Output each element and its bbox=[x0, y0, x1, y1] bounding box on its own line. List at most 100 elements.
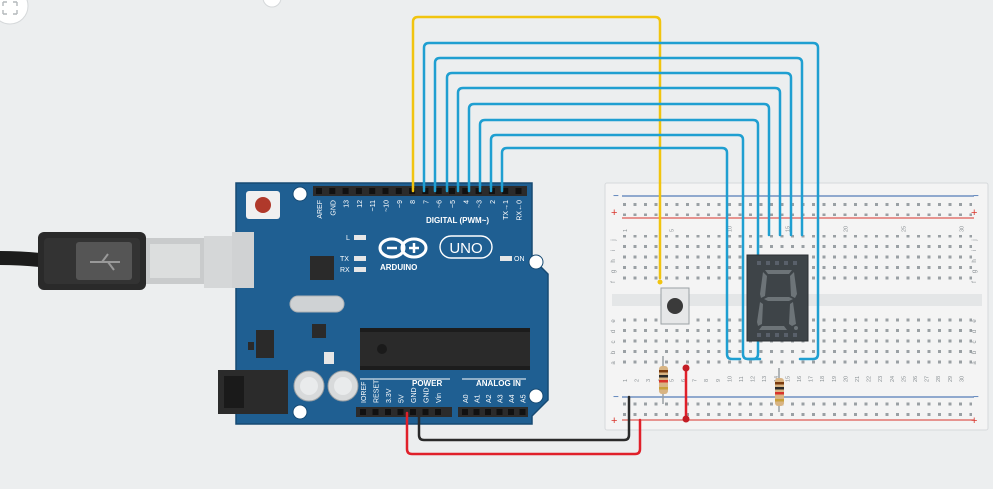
seven-segment-display[interactable] bbox=[746, 254, 809, 342]
column-number: 8 bbox=[704, 379, 710, 382]
header-pin[interactable] bbox=[515, 188, 522, 194]
pin-label: 2 bbox=[490, 200, 497, 204]
reset-button-cap[interactable] bbox=[255, 197, 271, 213]
pin-label: ~5 bbox=[450, 200, 457, 208]
wire-red-5v[interactable] bbox=[405, 411, 642, 456]
atmega-chip bbox=[360, 328, 530, 370]
column-number: 7 bbox=[693, 379, 699, 382]
pin-label: AREF bbox=[317, 200, 324, 219]
arduino-logo-icon bbox=[378, 237, 428, 259]
header-pin[interactable] bbox=[342, 188, 349, 194]
column-number: 27 bbox=[925, 376, 931, 382]
header-pin[interactable] bbox=[329, 188, 336, 194]
analog-label: ANALOG IN bbox=[476, 379, 521, 388]
column-number: 1 bbox=[623, 229, 629, 232]
header-pin[interactable] bbox=[422, 188, 429, 194]
pin-label: A1 bbox=[475, 394, 482, 403]
smd-component bbox=[324, 352, 334, 364]
wire-blue-pin5[interactable] bbox=[456, 86, 782, 237]
header-pin[interactable] bbox=[395, 188, 402, 194]
column-number: 19 bbox=[832, 376, 838, 382]
row-letter: f bbox=[972, 281, 978, 283]
wire-blue-pin6[interactable] bbox=[445, 71, 793, 237]
column-number: 26 bbox=[913, 376, 919, 382]
wire-yellow-pin9[interactable] bbox=[411, 15, 662, 280]
bottom-rail-minus-right: − bbox=[973, 392, 979, 403]
header-pin[interactable] bbox=[462, 188, 469, 194]
header-pin[interactable] bbox=[382, 188, 389, 194]
header-pin[interactable] bbox=[508, 409, 514, 415]
header-pin[interactable] bbox=[475, 188, 482, 194]
power-header bbox=[356, 407, 452, 417]
chip-notch bbox=[377, 344, 387, 354]
column-number: 30 bbox=[959, 226, 965, 232]
led-tx-label: TX bbox=[340, 256, 349, 263]
mount-hole bbox=[528, 254, 544, 270]
column-number: 20 bbox=[843, 226, 849, 232]
pin-label: RESET bbox=[374, 379, 381, 403]
header-pin[interactable] bbox=[355, 188, 362, 194]
capacitor bbox=[248, 342, 254, 350]
pin-label: ~3 bbox=[477, 200, 484, 208]
usb-cable[interactable] bbox=[0, 232, 252, 290]
wire-blue-pin1[interactable] bbox=[500, 146, 742, 361]
push-button[interactable] bbox=[657, 279, 690, 325]
analog-header bbox=[458, 407, 528, 417]
wire-blue-pin4[interactable] bbox=[467, 102, 771, 237]
top-rail-holes[interactable] bbox=[622, 199, 972, 216]
pin-label: RX←0 bbox=[517, 200, 524, 221]
header-pin[interactable] bbox=[502, 188, 509, 194]
wire-blue-pin8[interactable] bbox=[422, 41, 820, 361]
row-letter: h bbox=[972, 259, 978, 262]
wire-blue-pin2[interactable] bbox=[489, 133, 762, 361]
zoom-handle-icon[interactable] bbox=[262, 0, 282, 8]
header-pin[interactable] bbox=[449, 188, 455, 194]
fit-view-icon[interactable] bbox=[0, 0, 29, 25]
column-number: 18 bbox=[820, 376, 826, 382]
header-pin[interactable] bbox=[496, 409, 503, 415]
row-letter: b bbox=[611, 350, 617, 354]
header-pin[interactable] bbox=[369, 188, 376, 194]
column-number: 5 bbox=[669, 229, 675, 232]
header-pin[interactable] bbox=[473, 409, 480, 415]
column-number: 1 bbox=[623, 379, 629, 382]
row-letter: a bbox=[972, 361, 978, 365]
resistor-right[interactable] bbox=[775, 368, 784, 412]
resistor-left[interactable] bbox=[659, 356, 668, 404]
usb-port bbox=[232, 232, 254, 288]
mount-hole bbox=[292, 186, 308, 202]
column-number: 10 bbox=[727, 226, 733, 232]
header-pin[interactable] bbox=[372, 409, 379, 415]
header-pin[interactable] bbox=[519, 409, 526, 415]
pin-label: A0 bbox=[463, 394, 470, 403]
bottom-rail-holes[interactable] bbox=[622, 400, 972, 417]
column-number: 11 bbox=[739, 376, 745, 382]
header-pin[interactable] bbox=[462, 409, 468, 415]
pin-label: 5V bbox=[399, 394, 406, 403]
wire-black-gnd[interactable] bbox=[417, 395, 631, 442]
header-pin[interactable] bbox=[435, 409, 441, 415]
led-on bbox=[500, 256, 512, 261]
pin-label: A4 bbox=[509, 394, 516, 403]
digit-segments bbox=[757, 270, 798, 330]
row-letter: g bbox=[972, 270, 978, 273]
header-pin[interactable] bbox=[316, 188, 322, 194]
header-pin[interactable] bbox=[410, 409, 416, 415]
wire-blue-pin7[interactable] bbox=[433, 56, 804, 237]
bottom-rail-minus: − bbox=[613, 392, 619, 403]
usb-icon bbox=[90, 253, 120, 271]
column-number: 28 bbox=[936, 376, 942, 382]
row-letter: g bbox=[611, 270, 617, 273]
row-letter: d bbox=[611, 330, 617, 333]
pin-label: ~6 bbox=[437, 200, 444, 208]
wire-end bbox=[682, 415, 690, 423]
header-pin[interactable] bbox=[385, 409, 391, 415]
header-pin[interactable] bbox=[422, 409, 429, 415]
header-pin[interactable] bbox=[435, 188, 442, 194]
header-pin[interactable] bbox=[397, 409, 404, 415]
header-pin[interactable] bbox=[360, 409, 366, 415]
pin-label: A2 bbox=[486, 394, 493, 403]
header-pin[interactable] bbox=[485, 409, 491, 415]
